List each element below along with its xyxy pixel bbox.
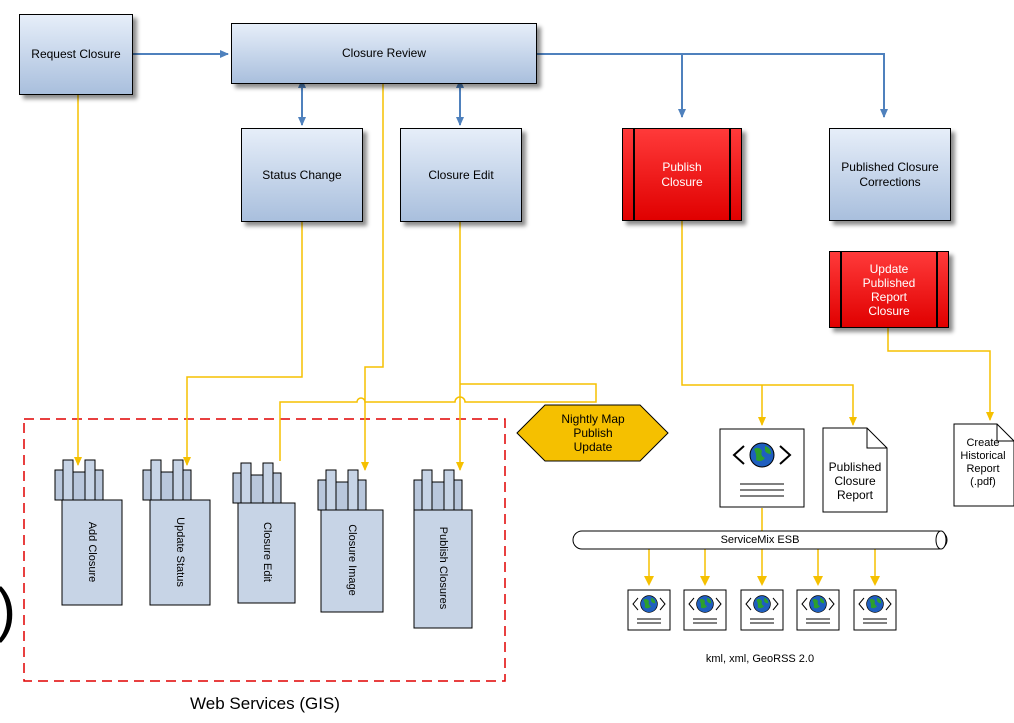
nightly-update-shape <box>516 404 669 462</box>
publish-closure-box[interactable]: Publish Closure <box>622 128 742 221</box>
historical-report-document <box>953 423 1014 507</box>
nightly-update-label: Nightly Map Publish Update <box>561 412 625 454</box>
service-label-update-status: Update Status <box>174 517 186 587</box>
service-label-closure-edit: Closure Edit <box>261 522 273 582</box>
historical-report-label: Create Historical Report (.pdf) <box>960 437 1006 488</box>
web-services-boundary <box>23 418 506 682</box>
service-icon-publish-closures <box>413 469 473 629</box>
formats-label: kml, xml, GeoRSS 2.0 <box>705 653 815 665</box>
published-report-label: Published Closure Report <box>828 460 882 502</box>
request-closure-box[interactable]: Request Closure <box>19 14 133 95</box>
service-label-publish-closures: Publish Closures <box>437 526 449 610</box>
paren-glyph: ) <box>0 576 16 643</box>
service-label-add-closure: Add Closure <box>86 521 98 583</box>
published-corrections-box[interactable]: Published Closure Corrections <box>829 128 951 221</box>
esb-label: ServiceMix ESB <box>720 534 800 546</box>
service-icon-closure-edit <box>232 462 296 604</box>
status-change-box[interactable]: Status Change <box>241 128 363 222</box>
closure-edit-box[interactable]: Closure Edit <box>400 128 522 222</box>
service-label-closure-image: Closure Image <box>346 524 358 596</box>
published-report-document <box>822 427 888 513</box>
web-services-title: Web Services (GIS) <box>190 694 340 713</box>
service-icon-closure-image <box>317 469 384 613</box>
service-icon-add-closure <box>54 459 123 606</box>
feed-icons <box>627 589 897 631</box>
web-document-icon <box>719 428 805 508</box>
update-published-box[interactable]: Update Published Report Closure <box>829 251 949 328</box>
esb-bus <box>572 530 948 550</box>
service-icon-update-status <box>142 459 211 606</box>
closure-review-box[interactable]: Closure Review <box>231 23 537 84</box>
